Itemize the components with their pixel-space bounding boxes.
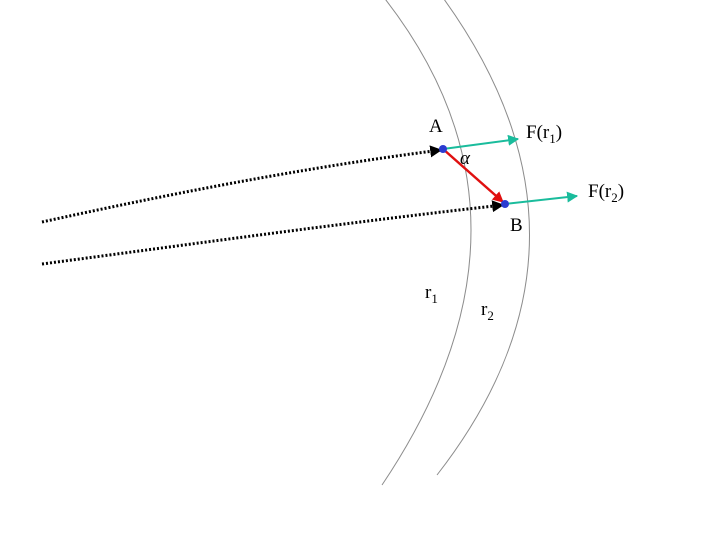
radius-2-main: r (481, 299, 488, 320)
force-1-subscript: 1 (549, 131, 556, 146)
arc-r1 (381, 0, 472, 486)
radius-2-subscript: 2 (487, 308, 494, 323)
radius-1-subscript: 1 (431, 291, 438, 306)
point-b-marker (501, 200, 509, 208)
force-1-prefix: F(r (526, 122, 550, 143)
point-a-marker (439, 145, 447, 153)
force-2-prefix: F(r (588, 181, 612, 202)
angle-label: α (460, 148, 471, 169)
force-2-subscript: 2 (611, 190, 618, 205)
trajectory-to-b (41, 200, 505, 266)
force-1-label: F(r1) (526, 122, 562, 146)
point-a-label: A (429, 116, 443, 137)
point-b-label: B (510, 215, 523, 236)
force-vector-b (504, 191, 579, 205)
radius-1-main: r (425, 282, 432, 303)
radius-1-label: r1 (425, 282, 438, 306)
arc-r2 (436, 0, 530, 476)
force-2-suffix: ) (618, 181, 624, 202)
force-vector-a (442, 134, 520, 150)
force-1-suffix: ) (556, 122, 562, 143)
displacement-vector (442, 148, 504, 203)
radius-2-label: r2 (481, 299, 494, 323)
force-2-label: F(r2) (588, 181, 624, 205)
trajectory-to-a (41, 145, 443, 224)
